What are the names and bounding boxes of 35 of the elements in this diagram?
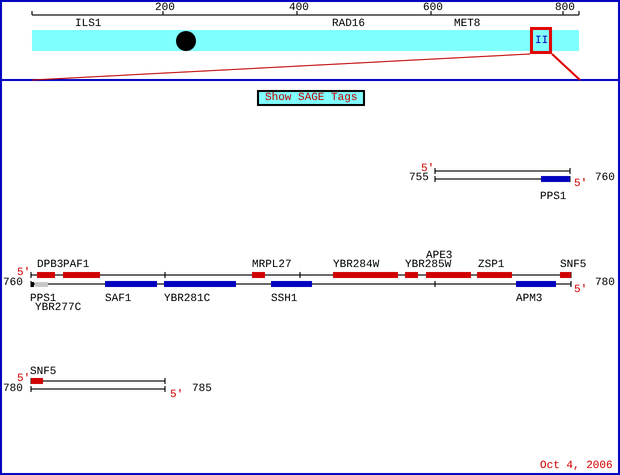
- gene-name: SAF1: [105, 293, 132, 305]
- coordinate-label: 760: [3, 277, 23, 289]
- gene-name: MET8: [454, 18, 480, 30]
- strand-end-mark: 5′: [17, 267, 30, 279]
- tick-label: 200: [155, 2, 175, 14]
- gene-name: SSH1: [271, 293, 298, 305]
- coordinate-label: 785: [192, 383, 212, 395]
- strand-end-mark: 5′: [574, 284, 588, 296]
- gene-name: ILS1: [75, 18, 102, 30]
- coordinate-label: 760: [595, 172, 615, 184]
- gene-name: APM3: [516, 293, 542, 305]
- tick-label: 400: [289, 2, 309, 14]
- tick-label: 600: [423, 2, 443, 14]
- gene-name: ZSP1: [478, 259, 504, 271]
- gene-name: YBR281C: [164, 293, 210, 305]
- gene-name: DPB3: [37, 259, 64, 271]
- strand-end-mark: 5′: [170, 389, 184, 401]
- chromosome-number: II: [535, 35, 548, 47]
- coordinate-label: 755: [409, 172, 429, 184]
- coordinate-label: 780: [595, 277, 615, 289]
- strand-end-mark: 5′: [574, 178, 588, 190]
- coordinate-label: 780: [3, 383, 23, 395]
- gene-name: RAD16: [332, 18, 366, 30]
- tick-label: 800: [555, 2, 575, 14]
- date-label: Oct 4, 2006: [540, 460, 613, 472]
- gene-name: PAF1: [63, 259, 90, 271]
- gene-name: YBR277C: [35, 302, 82, 314]
- strand-end-mark: 5′: [17, 373, 30, 385]
- gene-name: YBR285W: [405, 259, 452, 271]
- gene-name: SNF5: [560, 259, 586, 271]
- show-tags-button: Show SAGE Tags: [257, 90, 366, 106]
- gene-name: PPS1: [540, 191, 566, 203]
- gene-name: MRPL27: [252, 259, 292, 271]
- gene-name: YBR284W: [333, 259, 380, 271]
- gene-name: SNF5: [30, 366, 56, 378]
